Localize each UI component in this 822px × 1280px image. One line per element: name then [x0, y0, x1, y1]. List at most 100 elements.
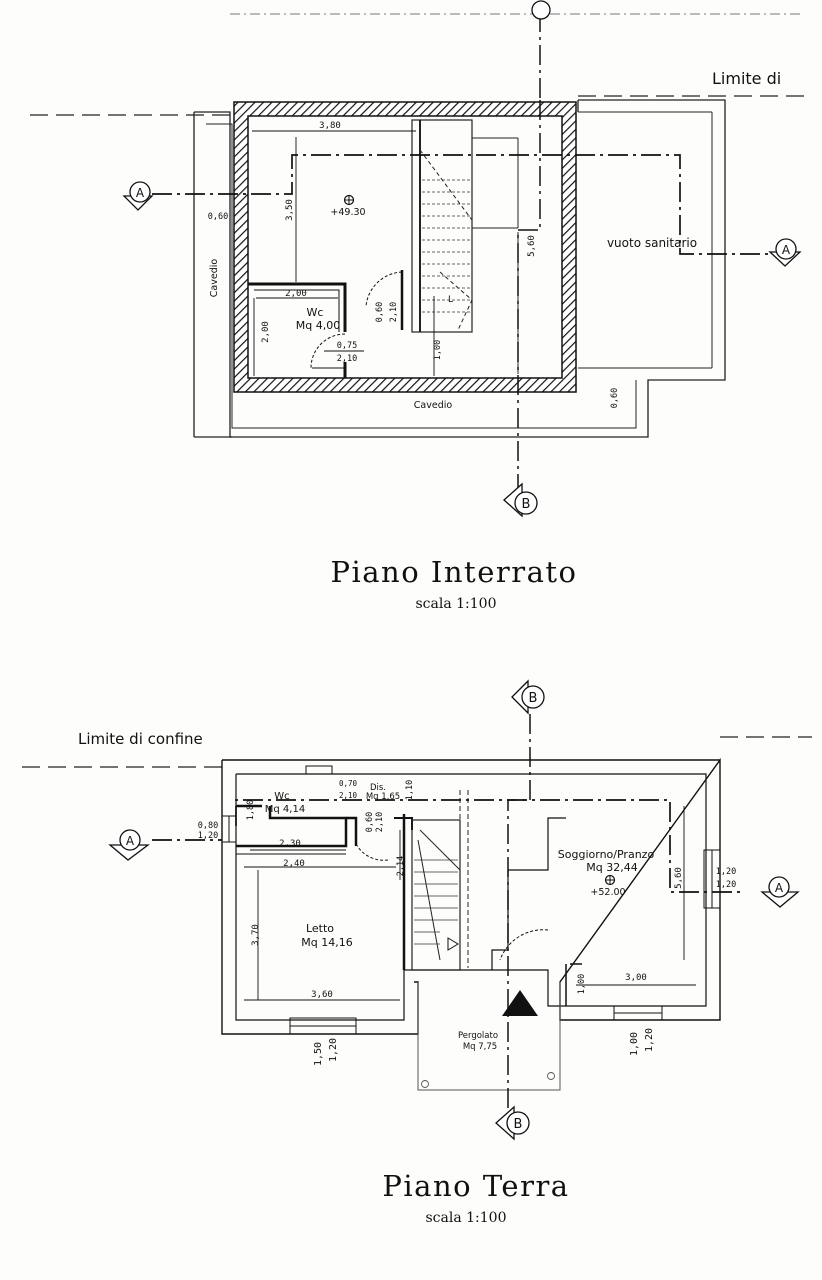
dim-5-60: 5,60 — [527, 235, 537, 257]
dim-2-00-horizontal: 2,00 — [285, 289, 307, 299]
cavedio-outline-inner — [206, 123, 637, 429]
entry-door-swing — [499, 929, 549, 961]
section-a-label-right-terra: A — [775, 881, 784, 895]
soggiorno-internal-edge — [508, 817, 566, 871]
section-marker-b-top — [531, 0, 551, 20]
label-letto-area: Mq 14,16 — [301, 936, 352, 949]
dim-1-00-terra: 1,00 — [577, 974, 587, 994]
section-b-label-bottom-terra: B — [514, 1117, 523, 1132]
stair-treads — [422, 179, 470, 313]
window-letto — [289, 1017, 357, 1035]
boundary-label: Limite di — [712, 69, 781, 88]
section-marker-a-right: A — [768, 238, 802, 267]
dimension-lines-interrato — [252, 130, 519, 376]
level-marker-terra: +52.00 — [590, 874, 626, 898]
title-piano-interrato: Piano Interrato — [330, 555, 577, 589]
label-soggiorno-area: Mq 32,44 — [586, 861, 637, 874]
dim-2-40: 2,40 — [283, 859, 305, 869]
retaining-wall — [233, 101, 577, 393]
letto-door-swing — [355, 843, 389, 861]
dim-5-60-terra: 5,60 — [674, 867, 684, 889]
section-b-label-bottom: B — [522, 497, 531, 512]
dim-1-00: 1,00 — [433, 340, 443, 360]
section-marker-b-bottom: B — [503, 482, 538, 518]
section-marker-b-top-terra: B — [511, 679, 545, 715]
dim-3-60: 3,60 — [311, 990, 333, 1000]
dim-1-20-right-a: 1,20 — [716, 867, 736, 877]
label-cavedio-left: Cavedio — [209, 259, 220, 298]
dim-3-80: 3,80 — [319, 121, 341, 131]
outer-wall-inner-line — [235, 773, 707, 1021]
section-line-b-terra — [507, 714, 531, 1110]
dim-1-20-right-b: 1,20 — [716, 880, 736, 890]
dim-1-20-left: 1,20 — [198, 831, 218, 841]
level-value: +49.30 — [330, 207, 365, 218]
section-b-label-top-terra: B — [529, 691, 538, 706]
title-piano-terra: Piano Terra — [382, 1169, 569, 1203]
dim-1-10: 1,10 — [405, 780, 415, 800]
piano-interrato-plan: Limite di L — [30, 0, 812, 612]
outer-wall-outer-line — [221, 757, 721, 1035]
dim-0-70-terra: 0,70 — [339, 779, 358, 788]
dim-3-00: 3,00 — [625, 973, 647, 983]
label-pergolato-area: Mq 7,75 — [463, 1042, 497, 1052]
label-wc-interrato: Wc — [307, 306, 324, 319]
scale-terra: scala 1:100 — [426, 1210, 507, 1226]
soggiorno-entry-wall — [491, 870, 509, 970]
section-marker-a-left-terra: A — [108, 829, 150, 861]
dim-0-75: 0,75 — [337, 341, 357, 351]
stair-door-swing — [365, 271, 403, 307]
window-soggiorno-bottom — [613, 1005, 663, 1021]
dim-1-80: 1,80 — [246, 800, 256, 820]
label-letto: Letto — [306, 922, 334, 935]
label-vuoto-sanitario: vuoto sanitario — [607, 236, 697, 250]
section-marker-a-left: A — [122, 181, 154, 211]
dim-1-00-soggiorno-window: 1,00 — [629, 1032, 640, 1056]
label-wc-area-terra: Mq 4,14 — [265, 804, 305, 815]
staircase-terra — [411, 790, 469, 971]
dim-2-00-vertical: 2,00 — [261, 321, 271, 343]
dim-0-60-door: 0,60 — [375, 302, 385, 322]
dim-0-60-left: 0,60 — [208, 212, 228, 222]
label-wc-terra: Wc — [274, 791, 289, 802]
label-cavedio-bottom: Cavedio — [414, 400, 453, 411]
label-dis-area: Mq 1,65 — [366, 792, 400, 802]
section-line-a-terra — [152, 799, 740, 893]
label-dis: Dis. — [370, 783, 386, 793]
section-a-label-right: A — [782, 243, 791, 257]
window-dis-top — [305, 765, 333, 775]
dim-2-10-wc-door: 2,10 — [337, 354, 357, 364]
dimension-lines-terra — [244, 806, 696, 1001]
dim-2-10-terra: 2,10 — [339, 791, 358, 800]
section-line-a — [152, 154, 780, 255]
dim-1-20-letto-window: 1,20 — [328, 1038, 339, 1062]
level-value-terra: +52.00 — [590, 887, 625, 898]
pergolato-area — [417, 982, 561, 1091]
wc-door-swing — [310, 333, 346, 369]
soggiorno-notch — [565, 963, 582, 1006]
dim-1-50: 1,50 — [313, 1042, 324, 1066]
dim-0-80-terra: 0,80 — [198, 821, 218, 831]
dim-1-20-soggiorno-window: 1,20 — [644, 1028, 655, 1052]
dim-3-50: 3,50 — [285, 199, 295, 221]
window-wc-left — [221, 815, 237, 843]
section-marker-a-right-terra: A — [760, 876, 800, 908]
dim-0-60-bottom: 0,60 — [610, 388, 620, 408]
wc-wall-upper — [248, 282, 347, 332]
dim-3-70: 3,70 — [251, 924, 261, 946]
stair-treads-terra — [414, 859, 458, 945]
section-line-b — [517, 100, 541, 490]
section-a-label-left-terra: A — [126, 834, 135, 848]
wc-wall-terra-door — [346, 816, 358, 846]
cavedio-outline-outer — [194, 99, 726, 438]
svg-text:L: L — [448, 295, 453, 305]
entrance-arrow — [502, 990, 538, 1016]
label-soggiorno: Soggiorno/Pranzo — [558, 848, 655, 861]
dim-2-10-terra-door: 2,10 — [375, 812, 385, 832]
dim-2-14: 2,14 — [396, 856, 406, 876]
level-marker-interrato: +49.30 — [330, 194, 366, 218]
section-a-label-left: A — [136, 186, 145, 200]
label-wc-area-interrato: Mq 4,00 — [296, 319, 340, 332]
dim-0-60-terra: 0,60 — [365, 812, 375, 832]
